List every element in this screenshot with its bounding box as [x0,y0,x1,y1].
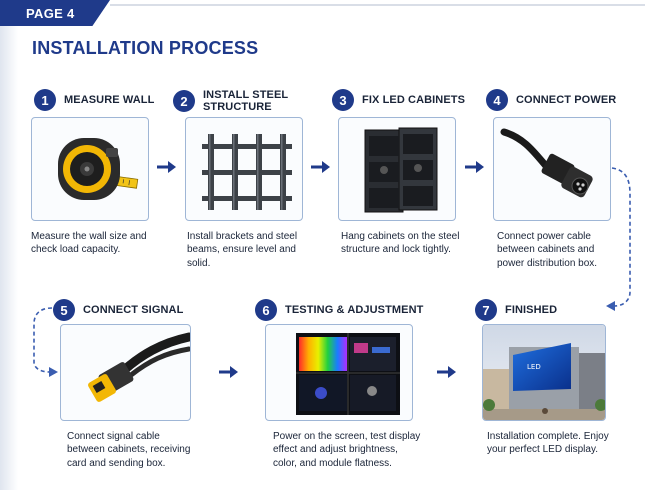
signal-cable-icon [88,332,190,402]
page-title: INSTALLATION PROCESS [32,38,259,58]
step-4-header: 4 CONNECT POWER [486,89,616,111]
page-tab: PAGE 4 [0,0,110,26]
step-5-header: 5 CONNECT SIGNAL [53,299,183,321]
step-7-image: LED [482,324,606,421]
step-4-title: CONNECT POWER [516,94,617,106]
step-5-description: Connect signal cable between cabinets, r… [67,431,191,469]
step-6-title: TESTING & ADJUSTMENT [285,304,424,316]
arrow-right-icon [311,161,330,173]
step-5-number: 5 [53,299,75,321]
led-test-screen-icon [296,333,400,415]
step-6-description: Power on the screen, test display effect… [273,431,421,469]
arrow-right-icon [465,161,484,173]
step-2-title-line1: INSTALL STEEL [203,89,289,101]
step-3-image [338,117,456,221]
step-3-description: Hang cabinets on the steel structure and… [341,231,460,256]
step-7-header: 7 FINISHED [475,299,557,321]
finished-building-icon: LED [483,325,605,420]
step-1-number: 1 [34,89,56,111]
power-cable-icon [500,128,593,198]
step-7-number: 7 [475,299,497,321]
step-1-title: MEASURE WALL [64,94,155,106]
step-2-description: Install brackets and steel beams, ensure… [187,231,298,269]
step-5-title: CONNECT SIGNAL [83,304,184,316]
tape-measure-icon [58,138,139,200]
step-2-image [185,117,303,221]
page-edge-shadow [0,26,18,490]
arrow-right-icon [437,366,456,378]
steel-frame-icon [202,134,292,210]
step-5-image [60,324,191,421]
billboard-text: LED [527,363,541,371]
step-7-title: FINISHED [505,304,558,316]
step-1-image [31,117,149,221]
step-2-title-line2: STRUCTURE [203,101,272,113]
step-7-description: Installation complete. Enjoy your perfec… [487,431,609,456]
step-3-header: 3 FIX LED CABINETS [332,89,465,111]
arrow-right-icon [157,161,176,173]
step-6-image [265,324,413,421]
arrow-right-icon [219,366,238,378]
step-4-description: Connect power cable between cabinets and… [497,231,598,269]
dashed-leadin-arrow-icon [33,307,58,377]
step-2-header: 2 INSTALL STEEL STRUCTURE [173,89,288,113]
step-4-number: 4 [486,89,508,111]
step-3-title: FIX LED CABINETS [362,94,466,106]
step-2-number: 2 [173,90,195,112]
dashed-connector-arrow-icon [606,167,631,311]
step-2-title: INSTALL STEEL STRUCTURE [203,89,288,113]
step-4-image [493,117,611,221]
step-6-number: 6 [255,299,277,321]
step-1-description: Measure the wall size and check load cap… [31,231,147,256]
led-cabinet-icon [364,127,438,213]
step-3-number: 3 [332,89,354,111]
step-6-header: 6 TESTING & ADJUSTMENT [255,299,424,321]
top-rule [110,4,645,6]
step-1-header: 1 MEASURE WALL [34,89,154,111]
